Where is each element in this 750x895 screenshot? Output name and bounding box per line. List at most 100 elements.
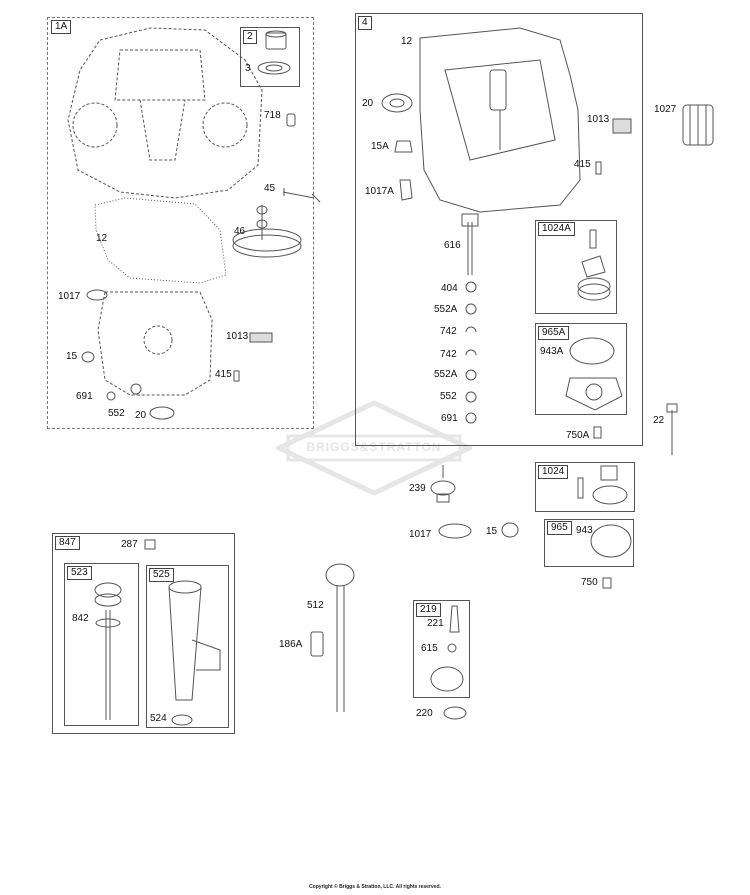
dipstick-tube-drawing xyxy=(168,580,221,726)
group-box-4 xyxy=(355,13,643,446)
part-label-512: 512 xyxy=(307,600,324,611)
part-label-943A: 943A xyxy=(540,346,564,357)
pump-cover-drawing xyxy=(590,524,632,558)
part-label-552: 552 xyxy=(108,408,125,419)
part-label-415: 415 xyxy=(215,369,232,380)
oil-pump-drawing xyxy=(577,465,628,505)
oring-drawing xyxy=(465,412,477,424)
part-label-1027: 1027 xyxy=(654,104,677,115)
group-tag-4: 4 xyxy=(358,16,372,30)
pin-drawing xyxy=(449,605,460,633)
group-box-219 xyxy=(413,600,470,698)
group-tag-1A: 1A xyxy=(51,20,72,34)
part-label-22: 22 xyxy=(653,415,665,426)
group-box-525 xyxy=(146,565,229,728)
pump-cover-drawing xyxy=(565,377,623,411)
watermark-diamond-icon xyxy=(273,400,475,496)
part-label-1017: 1017 xyxy=(58,291,81,302)
part-label-46: 46 xyxy=(234,226,246,237)
part-label-220: 220 xyxy=(416,708,433,719)
gear-drawing xyxy=(430,666,464,692)
shaft-drawing xyxy=(282,188,321,203)
part-label-524: 524 xyxy=(150,713,167,724)
screw-drawing xyxy=(144,539,156,550)
part-label-616: 616 xyxy=(444,240,461,251)
part-label-1013: 1013 xyxy=(226,331,249,342)
group-tag-525: 525 xyxy=(149,568,174,582)
briggs-stratton-watermark: BRIGGS&STRATTON xyxy=(273,400,475,496)
screw-drawing xyxy=(595,161,602,175)
part-label-12: 12 xyxy=(96,233,108,244)
washer-drawing xyxy=(465,281,477,293)
part-label-742: 742 xyxy=(440,326,457,337)
part-label-842: 842 xyxy=(72,613,89,624)
camshaft-drawing xyxy=(232,205,302,258)
group-tag-523: 523 xyxy=(67,566,92,580)
group-box-523 xyxy=(64,563,139,726)
copyright-notice: Copyright © Briggs & Stratton, LLC. All … xyxy=(309,884,441,890)
part-label-287: 287 xyxy=(121,539,138,550)
dowel-drawing xyxy=(286,113,296,127)
plug-drawing xyxy=(394,140,413,153)
plug-drawing xyxy=(81,351,95,363)
group-tag-965: 965 xyxy=(547,521,572,535)
oil-filter-adapter-drawing xyxy=(86,289,108,301)
fitting-drawing xyxy=(310,631,324,657)
part-label-943: 943 xyxy=(576,525,593,536)
bolt-drawing xyxy=(593,426,602,439)
group-tag-219: 219 xyxy=(416,603,441,617)
retaining-ring-drawing xyxy=(465,326,477,333)
seal-drawing xyxy=(381,93,413,113)
crankcase-cover-drawing xyxy=(419,27,581,213)
part-label-691: 691 xyxy=(76,391,93,402)
part-label-404: 404 xyxy=(441,283,458,294)
part-label-1017A: 1017A xyxy=(365,186,394,197)
part-label-750: 750 xyxy=(581,577,598,588)
part-label-12: 12 xyxy=(401,36,413,47)
part-label-15: 15 xyxy=(66,351,78,362)
crankcase-lower-drawing xyxy=(97,291,213,396)
group-tag-1024A: 1024A xyxy=(538,222,575,236)
part-label-742: 742 xyxy=(440,349,457,360)
washer-drawing xyxy=(465,391,477,403)
washer-drawing xyxy=(447,643,457,653)
watermark-text: BRIGGS&STRATTON xyxy=(306,440,442,454)
screw-drawing xyxy=(233,370,240,382)
group-box-1024 xyxy=(535,462,635,512)
group-tag-1024: 1024 xyxy=(538,465,569,479)
part-label-1017: 1017 xyxy=(409,529,432,540)
part-label-691: 691 xyxy=(441,413,458,424)
group-tag-965A: 965A xyxy=(538,326,570,340)
part-label-20: 20 xyxy=(362,98,374,109)
part-label-1013: 1013 xyxy=(587,114,610,125)
screen-drawing xyxy=(249,332,273,343)
retaining-ring-drawing xyxy=(465,349,477,356)
group-box-965 xyxy=(544,519,634,567)
part-label-552A: 552A xyxy=(434,304,458,315)
washer-drawing xyxy=(465,369,477,381)
part-label-3: 3 xyxy=(245,63,251,74)
breather-tube-drawing xyxy=(325,563,355,712)
part-label-186A: 186A xyxy=(279,639,303,650)
governor-shaft-drawing xyxy=(461,213,479,275)
part-label-718: 718 xyxy=(264,110,281,121)
washer-drawing xyxy=(443,706,467,720)
dipstick-drawing xyxy=(94,582,122,720)
plug-drawing xyxy=(501,522,519,538)
group-box-847 xyxy=(52,533,235,734)
oil-filter-adapter-drawing xyxy=(438,523,472,539)
washer-drawing xyxy=(130,383,142,395)
bolt-drawing xyxy=(602,577,612,589)
group-box-1A xyxy=(47,17,314,429)
group-tag-847: 847 xyxy=(55,536,80,550)
part-label-239: 239 xyxy=(409,483,426,494)
screen-drawing xyxy=(612,118,632,134)
group-tag-2: 2 xyxy=(243,30,257,44)
group-box-965A xyxy=(535,323,627,415)
seal-drawing xyxy=(149,406,175,420)
bracket-drawing xyxy=(399,179,413,201)
bushing-seal-drawing xyxy=(257,30,291,75)
group-box-1024A xyxy=(535,220,617,314)
